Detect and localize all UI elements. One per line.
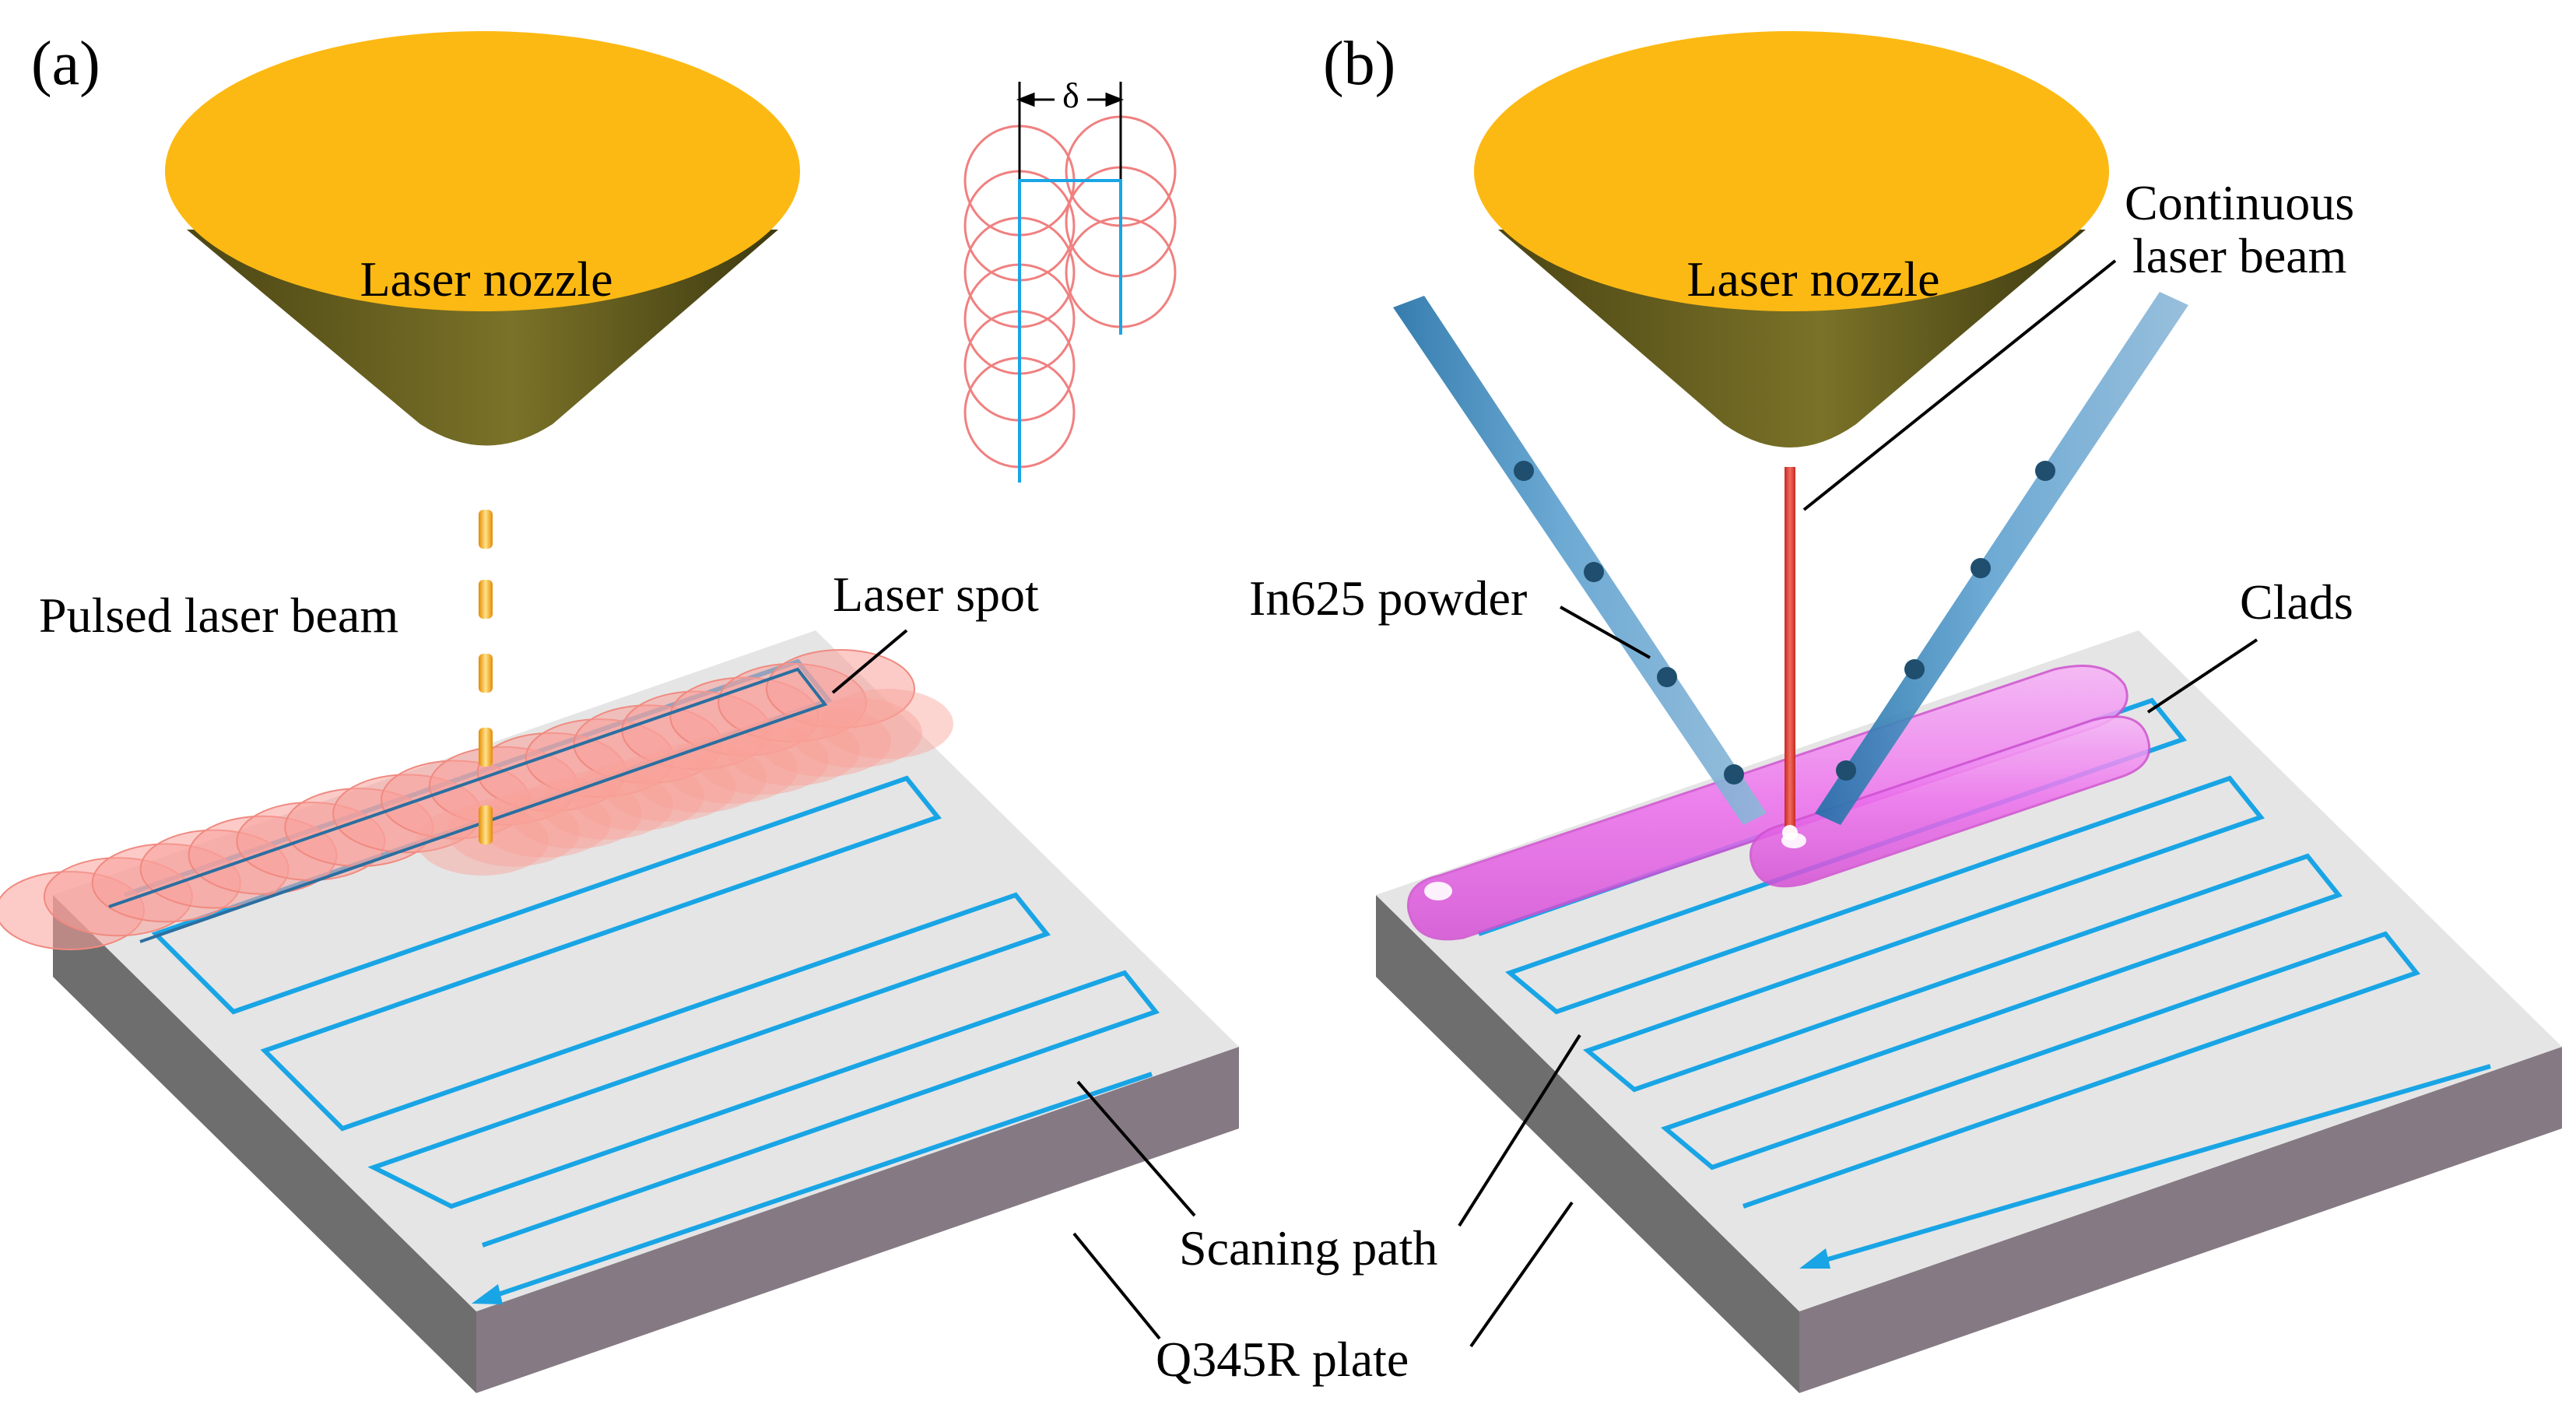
plate-leader-a: [1072, 1232, 1161, 1340]
clad-front: [1750, 715, 2150, 888]
nozzle-b-top: [1474, 31, 2109, 311]
scan-path-b-arrowhead: [1799, 1248, 1830, 1269]
scan-path-label: Scaning path: [1179, 1220, 1437, 1276]
laser-spot-leader: [831, 629, 908, 694]
powder-tube-left: [1393, 296, 1767, 825]
inset-scan-path: [1018, 179, 1122, 483]
nozzle-a-label: Laser nozzle: [360, 251, 612, 307]
powder-tube-right: [1815, 292, 2188, 825]
plate-a-side-left: [53, 895, 476, 1393]
laser-spot: [665, 733, 798, 804]
laser-pulse: [479, 654, 493, 693]
plate-a-side-right: [476, 1047, 1239, 1393]
clads-label: Clads: [2240, 574, 2353, 630]
nozzle-a-top: [165, 31, 800, 311]
plate-leader-b: [1469, 1201, 1574, 1348]
pulsed-laser-beam: [479, 510, 493, 844]
laser-spot: [766, 649, 915, 728]
continuous-beam-label-line1: Continuous: [2125, 175, 2354, 230]
laser-spot-label: Laser spot: [833, 567, 1039, 622]
continuous-laser-beam: [1785, 467, 1795, 833]
clads: [1407, 665, 2150, 941]
laser-spot: [479, 787, 611, 858]
laser-spot-row: [0, 649, 953, 950]
laser-spot: [697, 725, 829, 795]
laser-spot: [728, 715, 860, 786]
spot-overlap-inset: δ: [963, 75, 1177, 483]
pulsed-beam-label: Pulsed laser beam: [39, 588, 398, 643]
nozzle-b-label: Laser nozzle: [1686, 251, 1939, 307]
plate-b-side-right: [1799, 1047, 2562, 1393]
panel-b-tag: (b): [1323, 30, 1395, 98]
powder-leader: [1560, 605, 1651, 659]
laser-nozzle-a: [165, 31, 800, 446]
scan-path-leader-a: [1076, 1080, 1196, 1217]
laser-nozzle-b: [1474, 31, 2109, 448]
laser-spot: [572, 760, 704, 831]
panel-a-tag: (a): [31, 30, 100, 98]
laser-spot: [821, 689, 953, 759]
delta-label: δ: [1062, 75, 1079, 115]
powder-label: In625 powder: [1249, 570, 1527, 626]
laser-spot: [541, 769, 673, 840]
laser-pulse: [479, 728, 493, 767]
scan-path-b-arrow-line: [1809, 1064, 2491, 1267]
powder-nozzle-left: [1393, 296, 1767, 825]
laser-spot: [510, 778, 642, 849]
scan-path-a-arrow-line: [482, 1072, 1153, 1302]
laser-spot: [790, 697, 922, 768]
continuous-beam-leader: [1802, 259, 2117, 511]
scan-path-leader-b: [1458, 1034, 1581, 1227]
laser-spot: [759, 707, 891, 777]
plate-b-side-left: [1376, 895, 1799, 1393]
continuous-beam-label-line2: laser beam: [2132, 228, 2346, 283]
laser-pulse: [479, 580, 493, 619]
laser-pulse: [479, 510, 493, 549]
scan-path-a-arrowhead: [472, 1284, 503, 1304]
plate-label: Q345R plate: [1156, 1332, 1409, 1387]
powder-nozzle-right: [1815, 292, 2188, 825]
laser-pulse: [479, 806, 493, 844]
clads-leader: [2146, 638, 2258, 714]
